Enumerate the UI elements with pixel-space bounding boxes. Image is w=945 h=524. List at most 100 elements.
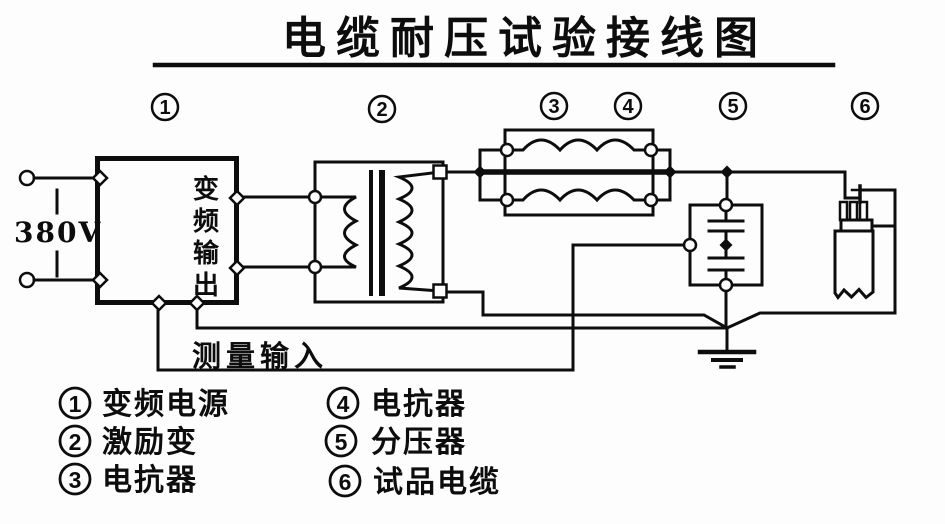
terminal-node [228,189,246,207]
legend-num: 1 [69,391,82,417]
input-terminal-bottom [18,271,36,289]
reactor-coil-top [511,138,647,153]
core-bar-right [379,170,385,296]
test-cable-symbol [833,170,897,301]
legend-label: 电抗器 [371,387,467,421]
vlabel-char: 变 [193,174,219,204]
marker-circle [150,92,180,122]
power-source-input: 380V [14,169,102,289]
wire-cable-return [725,188,897,330]
junction-dot [720,165,734,179]
legend-num: 6 [339,469,352,495]
terminal-node [499,192,515,208]
legend-item-3: 3 电抗器 [58,462,198,497]
vlabel-char: 输 [193,238,220,268]
ground-symbol [697,326,757,369]
terminal-nodes [91,142,734,312]
legend-circle [328,464,362,498]
legend-num: 2 [69,429,82,455]
secondary-winding [393,170,442,293]
legend-circle [58,386,92,420]
cable-body [833,229,875,301]
legend-label: 激励变 [102,425,198,459]
reactor-coil-bottom [511,188,647,203]
marker-5: 5 [718,91,748,121]
converter-vertical-label: 变 频 输 出 [193,174,220,300]
input-terminal-top [18,169,36,187]
voltage-label: 380V [14,216,102,249]
legend-label: 试品电缆 [373,466,501,499]
excitation-transformer-symbol [313,160,445,304]
wiring [156,148,897,372]
primary-winding [313,195,360,269]
terminal-node [432,283,448,299]
marker-6: 6 [850,91,880,121]
marker-circle [539,91,569,121]
terminal-node [228,259,246,277]
wire-measurement-input [156,243,690,372]
wire-transformer-return [444,290,730,331]
reactor-left-bracket [478,148,507,202]
terminal-node [307,189,323,205]
terminal-node [499,142,515,158]
component-markers: 1 2 3 4 5 6 [150,91,880,124]
marker-num: 4 [622,96,634,118]
legend-item-1: 1 变频电源 [58,386,230,421]
marker-4: 4 [613,91,643,121]
legend-num: 5 [335,429,348,455]
terminal-node [643,192,659,208]
legend-label: 分压器 [371,426,467,459]
marker-circle [718,91,748,121]
marker-circle [850,91,880,121]
marker-num: 5 [727,96,738,118]
page-title: 电缆耐压试验接线图 [282,14,768,63]
measurement-input-label: 测量输入 [192,339,328,373]
marker-circle [367,94,397,124]
vlabel-char: 频 [193,206,219,236]
cable-hv-lead [843,170,860,200]
terminal-node [432,164,448,180]
marker-num: 1 [159,97,170,119]
legend-item-6: 6 试品电缆 [328,464,501,499]
legend-num: 3 [69,467,82,493]
cable-core [838,200,849,222]
legend-label: 变频电源 [102,387,230,421]
reactor-outline [503,128,655,217]
cable-core [858,200,869,222]
marker-1: 1 [150,92,180,122]
terminal-node [682,237,698,253]
junction-dot [473,165,487,179]
legend-circle [324,424,358,458]
terminal-node [307,259,323,275]
marker-num: 6 [859,96,870,118]
marker-num: 3 [548,96,559,118]
legend: 1 变频电源 2 激励变 3 电抗器 4 电抗器 5 分压器 6 试品电缆 [58,386,501,499]
legend-num: 4 [337,391,350,417]
cable-band [839,218,874,233]
legend-item-2: 2 激励变 [58,424,198,459]
terminal-node [150,294,168,312]
marker-num: 2 [376,99,387,121]
junction-dot [663,165,677,179]
legend-label: 电抗器 [102,463,198,497]
divider-tap-junction [718,237,734,253]
wire-converter-ground [195,304,729,330]
legend-circle [326,386,360,420]
marker-2: 2 [367,94,397,124]
reactor-box [503,128,655,217]
transformer-frame [313,160,445,304]
legend-item-4: 4 电抗器 [326,386,467,421]
marker-3: 3 [539,91,569,121]
legend-circle [58,462,92,496]
cable-core [848,200,859,222]
legend-circle [58,424,92,458]
frequency-converter-box: 变 频 输 出 [95,156,239,305]
terminal-node [643,142,659,158]
core-bar-left [369,170,373,296]
diagram-title: 电缆耐压试验接线图 [152,14,836,68]
terminal-node [718,197,734,213]
voltage-divider-symbol [688,203,764,287]
legend-item-5: 5 分压器 [324,424,467,459]
terminal-node [718,277,734,293]
